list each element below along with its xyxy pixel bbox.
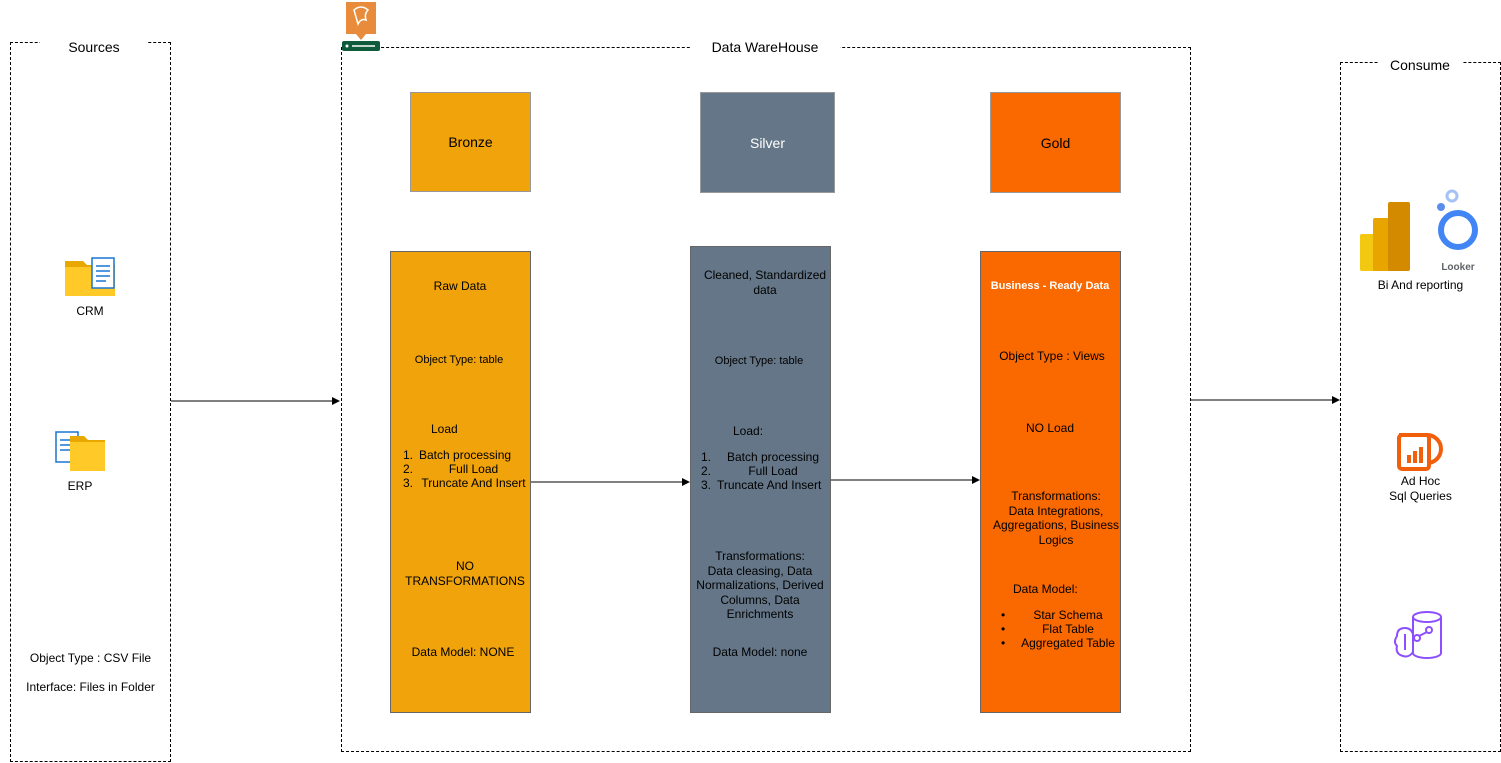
silver-load-title: Load: [733, 424, 764, 438]
silver-layer-name: Silver [749, 134, 785, 151]
looker-wordmark: Looker [1441, 262, 1474, 273]
gold-layer-header: Gold [990, 92, 1121, 193]
bronze-load-item: Full Load [448, 462, 499, 476]
bronze-load-list: 1.Batch processing 2.Full Load 3.Truncat… [403, 448, 528, 490]
source-erp-label: ERP [67, 479, 93, 493]
source-crm-label: CRM [76, 304, 104, 318]
warehouse-title: Data WareHouse [690, 39, 840, 55]
gold-heading: Business - Ready Data [990, 280, 1110, 292]
bronze-layer-name: Bronze [448, 134, 493, 150]
silver-details-panel: Cleaned, Standardized data Object Type: … [690, 246, 831, 713]
gold-details-panel: Business - Ready Data Object Type : View… [980, 251, 1121, 713]
bronze-load-title: Load [431, 422, 458, 436]
analytics-icon [1397, 433, 1443, 471]
silver-object-type: Object Type: table [714, 355, 804, 367]
gold-load-title: NO Load [1025, 421, 1075, 435]
silver-load-item: Batch processing [726, 450, 820, 464]
bronze-load-item: Batch processing [419, 448, 512, 462]
silver-load-item: Full Load [748, 464, 798, 478]
bronze-data-model: Data Model: NONE [411, 645, 515, 659]
gold-data-model-item: Star Schema [1033, 608, 1103, 622]
database-brain-icon [1394, 611, 1442, 659]
power-bi-icon [1360, 202, 1410, 271]
gold-transformations: Transformations: Data Integrations, Aggr… [992, 489, 1120, 547]
bronze-object-type: Object Type: table [414, 354, 504, 366]
bronze-layer-header: Bronze [410, 92, 531, 192]
silver-heading: Cleaned, Standardized data [703, 268, 827, 297]
document-folder-icon [55, 431, 105, 471]
looker-icon: Looker [1437, 189, 1478, 273]
consume-title: Consume [1378, 57, 1462, 73]
bronze-transformations: NO TRANSFORMATIONS [405, 559, 525, 588]
sources-title: Sources [40, 39, 148, 55]
sources-interface: Interface: Files in Folder [26, 680, 155, 694]
bronze-heading: Raw Data [433, 279, 487, 293]
bronze-load-item: Truncate And Insert [421, 476, 526, 490]
gold-data-model-list: •Star Schema •Flat Table •Aggregated Tab… [1001, 608, 1119, 650]
bi-reporting-label: Bi And reporting [1377, 278, 1464, 292]
gold-data-model-title: Data Model: [1013, 582, 1078, 596]
bronze-details-panel: Raw Data Object Type: table Load 1.Batch… [390, 251, 531, 713]
gold-layer-name: Gold [1040, 134, 1071, 151]
gold-data-model-item: Aggregated Table [1021, 636, 1115, 650]
gold-object-type: Object Type : Views [999, 349, 1105, 363]
folder-document-icon [65, 257, 115, 296]
silver-data-model: Data Model: none [712, 645, 808, 659]
sources-object-type: Object Type : CSV File [29, 651, 152, 665]
silver-transformations: Transformations: Data cleasing, Data Nor… [696, 549, 824, 621]
adhoc-sql-label: Ad Hoc Sql Queries [1389, 474, 1452, 503]
silver-layer-header: Silver [700, 92, 835, 193]
sql-server-icon [341, 0, 381, 52]
silver-load-list: 1.Batch processing 2.Full Load 3.Truncat… [701, 450, 829, 492]
gold-data-model-item: Flat Table [1042, 622, 1094, 636]
silver-load-item: Truncate And Insert [717, 478, 822, 492]
